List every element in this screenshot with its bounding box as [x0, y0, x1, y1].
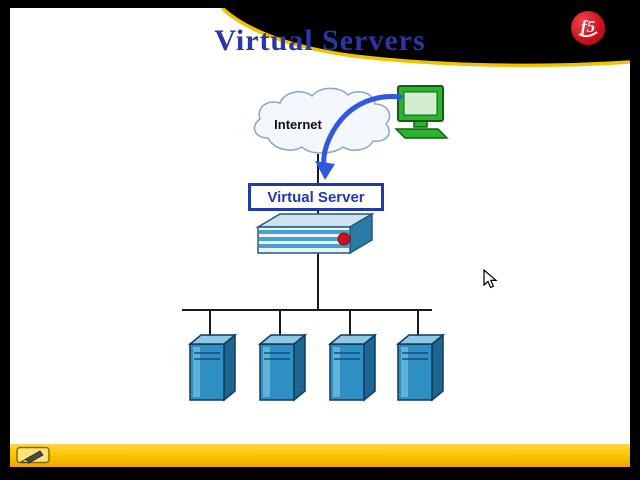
appliance-f5-ball [337, 232, 351, 246]
virtual-server-box: Virtual Server [248, 183, 384, 211]
bigip-appliance-icon [255, 212, 375, 255]
client-computer-icon [394, 85, 449, 139]
annotation-pen-icon[interactable] [16, 446, 58, 465]
server-icon [187, 333, 238, 402]
mouse-cursor [483, 269, 498, 289]
virtual-server-label: Virtual Server [267, 188, 365, 206]
slide-title: Virtual Servers [214, 24, 426, 57]
slide-background[interactable]: Virtual Servers f5 [10, 8, 630, 467]
f5-logo-underline [578, 31, 598, 38]
server-icon [395, 333, 446, 402]
diagram-canvas [182, 85, 449, 402]
traffic-arrow [315, 94, 403, 180]
slide-swoosh-graphic [220, 8, 630, 68]
server-icon [327, 333, 378, 402]
f5-logo: f5 [571, 11, 605, 45]
bottom-toolbar [10, 444, 630, 467]
internet-label: Internet [274, 117, 322, 132]
f5-logo-text: f5 [580, 16, 596, 36]
server-icon [257, 333, 308, 402]
